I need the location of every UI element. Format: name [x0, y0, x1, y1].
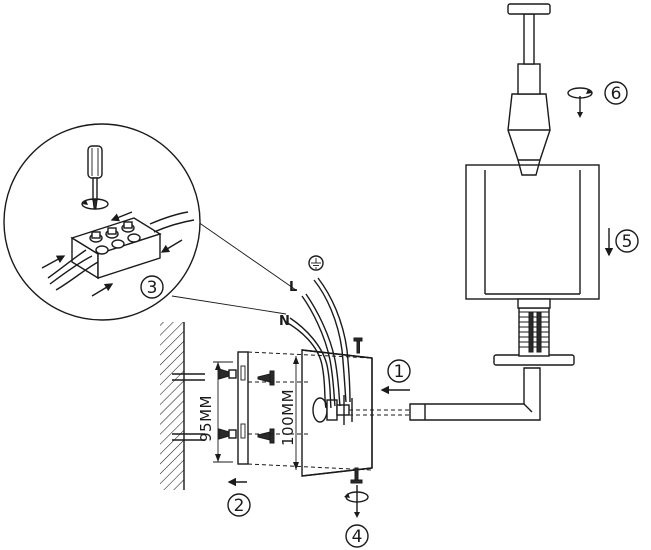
step-1-number: 1	[394, 362, 405, 382]
mounting-plate	[237, 351, 249, 465]
rotate-arrow-icon	[567, 87, 593, 118]
screw-icon	[257, 370, 275, 386]
lamp-shade	[465, 164, 600, 309]
screwdriver-icon	[87, 145, 103, 209]
wire-live	[301, 293, 341, 407]
threaded-rod	[518, 307, 550, 357]
wire-label-neutral: N	[279, 314, 290, 329]
dimension-100mm	[293, 356, 299, 470]
step-6-badge: 6	[604, 81, 628, 105]
step-3-number: 3	[147, 278, 158, 298]
step-2-badge: 2	[227, 493, 251, 517]
step-1-badge: 1	[387, 359, 411, 383]
wall	[160, 322, 185, 490]
step-5-badge: 5	[615, 229, 639, 253]
wire-ground	[313, 277, 351, 403]
dimension-95mm-label: 95MM	[197, 395, 215, 442]
rotate-arrow-icon	[344, 485, 369, 518]
box-to-arm-dashes	[349, 409, 410, 416]
terminal-block	[70, 217, 162, 280]
step-2-number: 2	[234, 496, 245, 516]
detail-arrows	[41, 211, 183, 297]
screw-icon	[257, 428, 275, 444]
screw-icon	[218, 368, 237, 380]
projection-lines	[247, 351, 373, 471]
step-6-number: 6	[611, 84, 622, 104]
ground-symbol-icon	[308, 255, 324, 271]
lamp-holder	[507, 3, 551, 176]
screw-icon	[350, 467, 363, 484]
step-5-number: 5	[622, 232, 633, 252]
detail-wires	[47, 211, 195, 291]
wall-anchor-top	[172, 373, 205, 381]
lamp-arm	[409, 367, 541, 421]
screw-icon	[353, 337, 363, 354]
wall-anchor-bottom	[172, 433, 205, 441]
step-4-number: 4	[352, 527, 363, 547]
dimension-95mm	[213, 361, 233, 463]
detail-circle	[3, 123, 201, 321]
canopy-box	[301, 349, 373, 477]
dimension-100mm-label: 100MM	[279, 389, 297, 446]
wire-neutral	[285, 317, 332, 409]
box-fitting	[312, 395, 353, 425]
rotate-arrow-icon	[81, 198, 109, 210]
detail-callout-lines	[171, 221, 297, 315]
step-4-badge: 4	[345, 524, 369, 548]
screw-icon	[218, 428, 237, 440]
step-3-badge: 3	[140, 275, 164, 299]
